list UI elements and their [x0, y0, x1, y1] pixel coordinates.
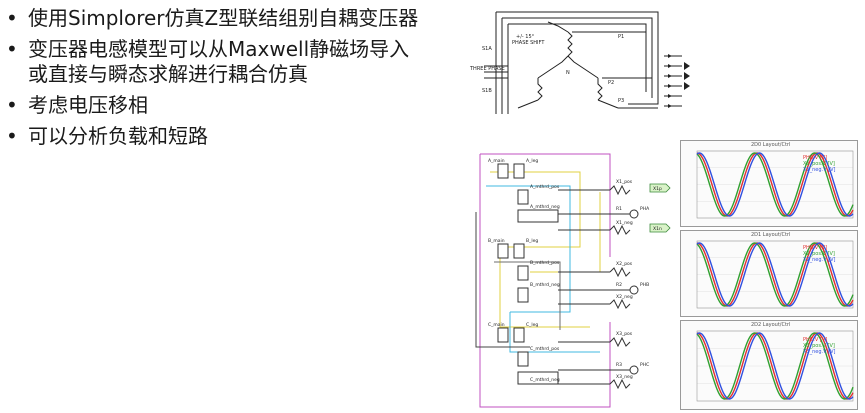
bullet-text: 变压器电感模型可以从Maxwell静磁场导入 或直接与瞬态求解进行耦合仿真 — [28, 37, 410, 86]
waveform-trace — [696, 332, 854, 400]
waveform-plot: PHA.V [V] X1_pos.V [V] X1_neg.V [V] 2D0 … — [680, 140, 858, 227]
schematic-label: PHA — [640, 206, 650, 212]
schematic-label: B_mthrd_neg — [530, 282, 560, 288]
waveform-plot: PHB.V [V] X2_pos.V [V] X2_neg.V [V] 2D1 … — [680, 230, 858, 317]
schematic-label: B_leg — [526, 238, 538, 244]
legend-entry: X1_neg.V [V] — [803, 167, 836, 173]
three-phase-label: THREE PHASE — [469, 66, 505, 72]
waveform-trace — [696, 242, 854, 307]
bullet-item: • 考虑电压移相 — [6, 93, 476, 118]
legend-entry: PHA.V [V] — [803, 155, 828, 161]
legend-entry: X3_neg.V [V] — [803, 349, 836, 355]
schematic-label: R3 — [616, 362, 622, 368]
bullet-text: 考虑电压移相 — [28, 93, 148, 117]
probe-label: X1p — [653, 186, 662, 192]
plot-legend: PHC.V [V] X3_pos.V [V] X3_neg.V [V] — [803, 337, 835, 355]
schematic-label: B_mthrd_pos — [530, 260, 560, 266]
legend-entry: X3_pos.V [V] — [803, 343, 835, 349]
schematic-label: C_main — [488, 322, 505, 328]
schematic-label: C_mthrd_neg — [530, 377, 560, 383]
legend-entry: X2_neg.V [V] — [803, 257, 836, 263]
diagram-label: P3 — [618, 98, 624, 104]
schematic-label: B_main — [488, 238, 505, 244]
transformer-wiring-diagram: +/- 15° PHASE SHIFT THREE PHASE S1A S1B … — [468, 4, 696, 124]
simplorer-schematic: A_main A_leg A_mthrd_pos A_mthrd_neg B_m… — [470, 152, 680, 410]
waveform-trace — [696, 152, 854, 217]
legend-entry: X2_pos.V [V] — [803, 251, 835, 257]
schematic-label: A_mthrd_pos — [530, 184, 560, 190]
waveform-trace — [696, 332, 854, 400]
plot-title: 2D2 Layout/Ctrl — [751, 322, 791, 328]
waveform-trace — [696, 242, 854, 307]
bullet-list: • 使用Simplorer仿真Z型联结组别自耦变压器 • 变压器电感模型可以从M… — [6, 6, 476, 155]
bullet-dot: • — [6, 93, 18, 117]
bullet-dot: • — [6, 124, 18, 148]
bullet-item: • 可以分析负载和短路 — [6, 124, 476, 149]
phase-shift-subtitle: PHASE SHIFT — [512, 40, 545, 46]
waveform-trace — [696, 332, 854, 400]
schematic-label: C_leg — [526, 322, 538, 328]
probe-label: X1n — [653, 226, 662, 232]
schematic-label: R2 — [616, 282, 622, 288]
plot-legend: PHB.V [V] X2_pos.V [V] X2_neg.V [V] — [803, 245, 835, 263]
diagram-label: P2 — [608, 80, 614, 86]
bullet-dot: • — [6, 37, 18, 61]
schematic-label: A_main — [488, 158, 505, 164]
legend-entry: PHC.V [V] — [803, 337, 828, 343]
bullet-text: 可以分析负载和短路 — [28, 124, 208, 148]
schematic-label: X3_pos — [616, 331, 633, 337]
diagram-label: S1A — [482, 46, 492, 52]
schematic-label: X2_pos — [616, 261, 633, 267]
waveform-trace — [696, 152, 854, 217]
waveform-trace — [696, 242, 854, 307]
schematic-label: R1 — [616, 206, 622, 212]
diagram-label: N — [566, 70, 570, 76]
bullet-item: • 变压器电感模型可以从Maxwell静磁场导入 或直接与瞬态求解进行耦合仿真 — [6, 37, 476, 87]
schematic-label: A_mthrd_neg — [530, 204, 560, 210]
schematic-label: X1_pos — [616, 179, 633, 185]
diagram-label: P1 — [618, 34, 624, 40]
phase-shift-title: +/- 15° — [516, 34, 535, 40]
bullet-item: • 使用Simplorer仿真Z型联结组别自耦变压器 — [6, 6, 476, 31]
schematic-label: A_leg — [526, 158, 538, 164]
waveform-plot-area — [696, 150, 854, 219]
waveform-plot: PHC.V [V] X3_pos.V [V] X3_neg.V [V] 2D2 … — [680, 320, 858, 410]
diagram-label: S1B — [482, 88, 492, 94]
waveform-plot-area — [696, 330, 854, 402]
schematic-label: C_mthrd_pos — [530, 346, 560, 352]
plot-title: 2D0 Layout/Ctrl — [751, 142, 791, 148]
schematic-label: PHC — [640, 362, 649, 368]
schematic-label: PHB — [640, 282, 649, 288]
bullet-text: 使用Simplorer仿真Z型联结组别自耦变压器 — [28, 6, 419, 30]
schematic-label: X2_neg — [616, 294, 633, 300]
waveform-trace — [696, 152, 854, 217]
schematic-label: X1_neg — [616, 220, 633, 226]
plot-legend: PHA.V [V] X1_pos.V [V] X1_neg.V [V] — [803, 155, 835, 173]
legend-entry: X1_pos.V [V] — [803, 161, 835, 167]
schematic-label: X3_neg — [616, 374, 633, 380]
waveform-plot-area — [696, 240, 854, 309]
bullet-dot: • — [6, 6, 18, 30]
plot-title: 2D1 Layout/Ctrl — [751, 232, 791, 238]
legend-entry: PHB.V [V] — [803, 245, 828, 251]
